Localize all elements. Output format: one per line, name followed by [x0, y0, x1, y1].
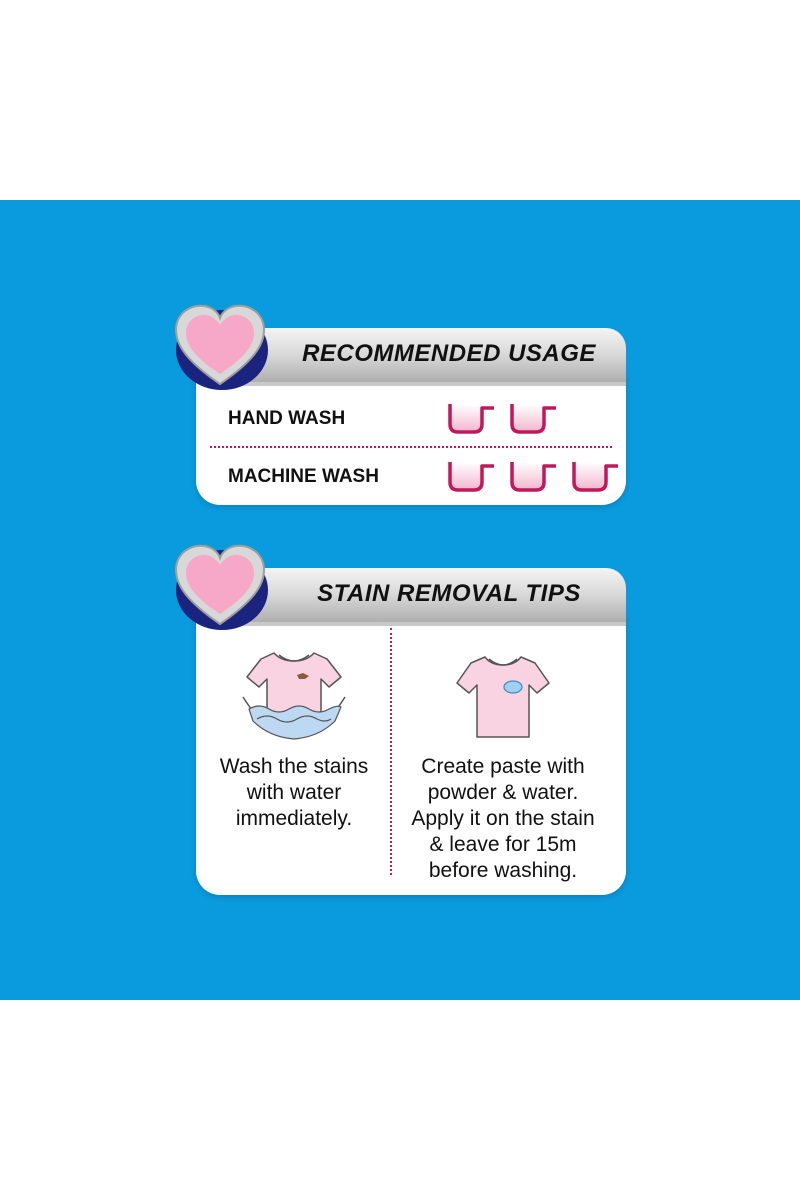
scoop-icon: [510, 404, 556, 434]
tip-create-paste: Create paste with powder & water. Apply …: [396, 640, 610, 884]
usage-row-hand-wash: HAND WASH: [228, 398, 606, 438]
tip-line: powder & water.: [427, 781, 579, 804]
heart-icon: [174, 544, 268, 630]
stain-header: STAIN REMOVAL TIPS: [236, 568, 626, 626]
recommended-header: RECOMMENDED USAGE: [236, 328, 626, 386]
tip-line: immediately.: [235, 807, 353, 830]
tip-line: with water: [246, 781, 342, 804]
usage-row-machine-wash: MACHINE WASH: [228, 456, 618, 496]
tip-line: Create paste with: [421, 755, 585, 778]
usage-label-hand-wash: HAND WASH: [228, 408, 346, 429]
tip-text: Wash the stains with water immediately.: [196, 754, 392, 832]
scoop-icon: [448, 462, 494, 492]
tip-text: Create paste with powder & water. Apply …: [396, 754, 610, 884]
recommended-title: RECOMMENDED USAGE: [302, 340, 596, 367]
tip-line: & leave for 15m: [429, 833, 577, 856]
scoop-icon: [572, 462, 618, 492]
usage-divider: [210, 446, 612, 448]
heart-icon: [174, 304, 268, 390]
recommended-usage-card: RECOMMENDED USAGE HAND WASH: [174, 300, 626, 505]
tshirt-with-paste-icon: [456, 656, 550, 738]
hand-wash-scoops: [446, 400, 560, 436]
stain-title: STAIN REMOVAL TIPS: [317, 580, 581, 607]
card-body: [196, 600, 626, 895]
machine-wash-scoops: [446, 458, 622, 494]
tshirt-in-water-icon: [242, 652, 346, 740]
tips-divider: [390, 628, 392, 875]
scoop-icon: [510, 462, 556, 492]
tip-line: before washing.: [428, 859, 578, 882]
tip-line: Apply it on the stain: [411, 807, 595, 830]
stain-removal-card: STAIN REMOVAL TIPS Wash the stains with …: [174, 540, 626, 895]
tip-line: Wash the stains: [219, 755, 369, 778]
usage-label-machine-wash: MACHINE WASH: [228, 466, 379, 487]
scoop-icon: [448, 404, 494, 434]
tip-wash-immediately: Wash the stains with water immediately.: [196, 640, 392, 832]
